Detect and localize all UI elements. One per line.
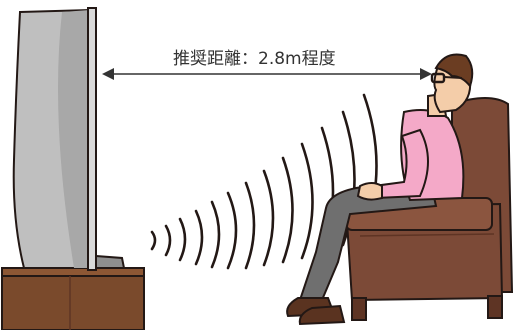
tv-stand (1, 267, 145, 330)
television (12, 7, 126, 271)
distance-label: 推奨距離：2.8m程度 (173, 49, 336, 69)
distance-arrow (102, 68, 432, 80)
person (286, 53, 474, 326)
